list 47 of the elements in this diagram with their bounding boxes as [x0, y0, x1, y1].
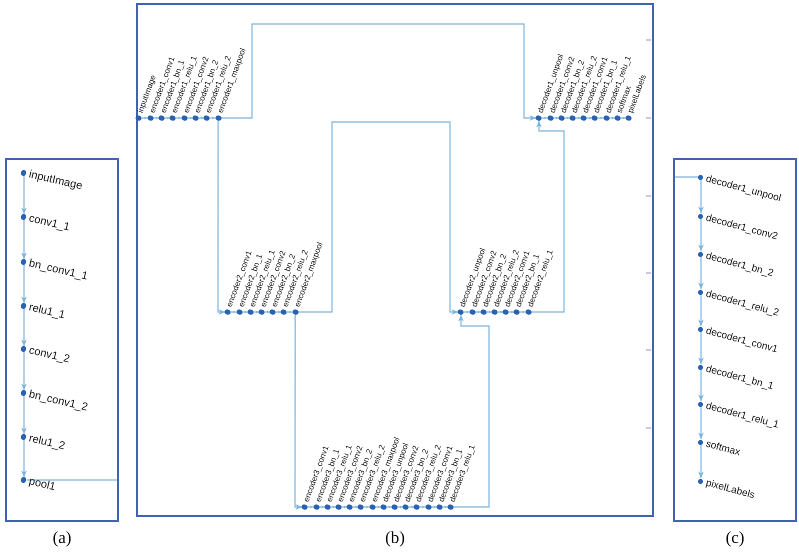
panel-caption: (c) — [726, 528, 744, 548]
arrow — [698, 406, 704, 440]
arrow — [21, 220, 27, 260]
arrow — [698, 218, 704, 252]
arrow — [464, 310, 470, 314]
layer-label: conv1_2 — [28, 343, 72, 366]
arrow — [217, 120, 226, 315]
layer-label: pool1 — [28, 474, 58, 494]
arrow — [698, 370, 704, 402]
arrow — [542, 116, 548, 120]
layer-label: softmax — [704, 437, 742, 459]
panel-frame — [136, 3, 654, 517]
arrow — [21, 352, 27, 390]
arrow — [453, 314, 490, 508]
panel-frame — [673, 158, 797, 522]
panel-caption: (a) — [52, 528, 72, 548]
arrow — [698, 444, 704, 478]
arrow — [286, 310, 293, 314]
arrow — [21, 176, 27, 214]
arrow — [209, 116, 216, 120]
connector-line — [675, 176, 698, 178]
layer-label: conv1_1 — [28, 211, 72, 234]
arrow — [530, 120, 565, 313]
connector-line — [26, 479, 117, 481]
arrow — [21, 396, 27, 434]
panel-caption: (b) — [385, 528, 405, 548]
arrow — [420, 506, 426, 508]
arrow — [220, 23, 536, 121]
arrow — [698, 294, 704, 326]
arrow — [698, 256, 704, 290]
arrow — [698, 332, 704, 364]
arrow — [230, 310, 237, 314]
arrow — [298, 121, 458, 315]
arrow — [21, 440, 27, 478]
arrow — [520, 310, 526, 314]
arrow — [176, 116, 182, 120]
layer-label: relu1_2 — [28, 431, 67, 454]
arrow — [21, 264, 27, 304]
arrow — [364, 506, 370, 508]
layer-label: relu1_1 — [28, 300, 67, 322]
arrow — [142, 116, 148, 120]
arrow — [21, 308, 27, 346]
arrow — [698, 180, 704, 214]
arrow — [294, 314, 302, 510]
arrow — [598, 116, 604, 120]
arrow — [308, 506, 314, 508]
panel-frame — [5, 158, 119, 522]
